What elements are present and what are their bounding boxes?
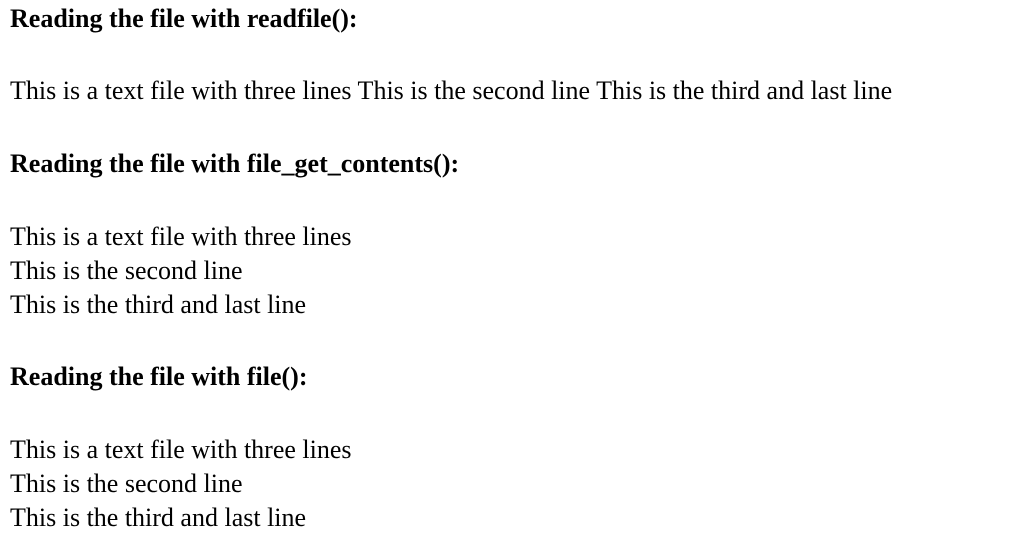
file-output: This is a text file with three lines Thi…	[10, 433, 352, 535]
output-line: This is the third and last line	[10, 503, 307, 532]
readfile-output: This is a text file with three lines Thi…	[10, 76, 893, 105]
output-line: This is a text file with three lines	[10, 222, 352, 251]
output-line: This is the second line	[10, 469, 243, 498]
section-heading-file-get-contents: Reading the file with file_get_contents(…	[10, 149, 460, 178]
section-heading-readfile: Reading the file with readfile():	[10, 4, 358, 33]
output-line: This is the second line	[10, 256, 243, 285]
output-line: This is the third and last line	[10, 290, 307, 319]
file-get-contents-output: This is a text file with three lines Thi…	[10, 220, 352, 322]
section-heading-file: Reading the file with file():	[10, 362, 308, 391]
output-line: This is a text file with three lines	[10, 435, 352, 464]
